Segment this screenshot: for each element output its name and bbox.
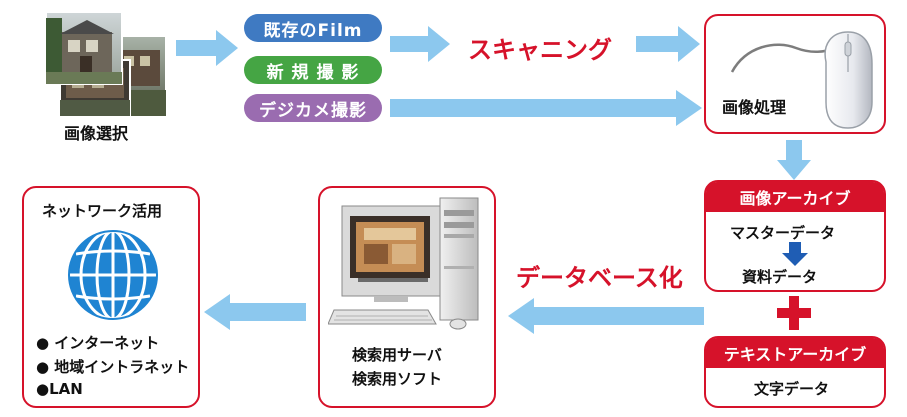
arrow-photo-to-sources (176, 30, 238, 66)
globe-icon (68, 229, 158, 321)
desktop-computer-icon (328, 197, 479, 330)
source-digital-camera: デジカメ撮影 (244, 94, 382, 122)
scanning-label: スキャニング (468, 36, 612, 64)
network-item-intranet: ● 地域イントラネット (36, 358, 190, 376)
master-data-label: マスターデータ (730, 224, 836, 242)
search-software-label: 検索用ソフト (352, 370, 443, 388)
plus-icon (777, 296, 811, 330)
arrow-scanning-to-processing (636, 26, 700, 62)
image-processing-label: 画像処理 (722, 98, 787, 117)
arrow-processing-to-archive (777, 140, 811, 180)
text-archive-box: テキストアーカイブ 文字データ (704, 336, 886, 408)
network-item-lan: ●LAN (36, 380, 83, 398)
search-server-box: 検索用サーバ 検索用ソフト (318, 186, 496, 408)
database-label: データベース化 (516, 264, 683, 292)
mouse-icon (730, 31, 873, 129)
arrow-digital-to-processing (390, 90, 702, 126)
image-archive-header: 画像アーカイブ (706, 182, 884, 212)
text-archive-header: テキストアーカイブ (706, 338, 884, 368)
search-server-label: 検索用サーバ (352, 346, 442, 364)
arrow-server-to-network (204, 294, 306, 330)
network-title: ネットワーク活用 (42, 202, 163, 220)
image-processing-box: 画像処理 (704, 14, 886, 134)
building-photo-icon (45, 11, 167, 117)
photo-stack (44, 10, 168, 118)
arrow-archive-to-server (508, 298, 704, 334)
arrow-sources-to-scanning (390, 26, 450, 62)
material-data-label: 資料データ (742, 268, 818, 286)
network-box: ネットワーク活用 ● インターネット ● 地域イントラネット ●LAN (22, 186, 200, 408)
source-existing-film: 既存のFilm (244, 14, 382, 42)
photo-label: 画像選択 (64, 124, 129, 143)
image-archive-box: 画像アーカイブ マスターデータ 資料データ (704, 180, 886, 292)
source-new-shoot: 新 規 撮 影 (244, 56, 382, 84)
network-item-internet: ● インターネット (36, 334, 160, 352)
arrow-down-icon (782, 242, 808, 266)
text-data-label: 文字データ (754, 380, 830, 398)
